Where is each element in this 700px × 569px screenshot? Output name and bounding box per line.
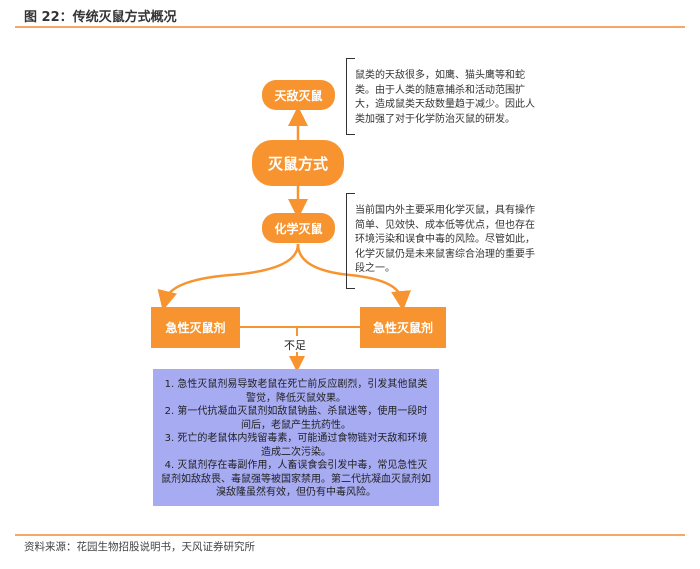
arrow-curve-left [157,243,300,311]
chemical-control-node: 化学灭鼠 [262,213,335,243]
acute-rodenticide-box-left: 急性灭鼠剂 [151,307,240,348]
problems-box: 1. 急性灭鼠剂易导致老鼠在死亡前反应剧烈，引发其他鼠类警觉，降低灭鼠效果。 2… [153,369,439,506]
footer-divider [15,534,685,536]
arrow-curve-right [296,243,411,311]
source-note: 资料来源：花园生物招股说明书，天风证券研究所 [24,541,255,553]
chemical-note: 当前国内外主要采用化学灭鼠，具有操作简单、见效快、成本低等优点，但也存在环境污染… [346,193,540,289]
problem-item: 3. 死亡的老鼠体内残留毒素，可能通过食物链对天敌和环境造成二次污染。 [164,433,428,458]
problem-item: 1. 急性灭鼠剂易导致老鼠在死亡前反应剧烈，引发其他鼠类警觉，降低灭鼠效果。 [164,379,428,404]
figure-title: 图 22：传统灭鼠方式概况 [24,10,177,25]
problem-item: 2. 第一代抗凝血灭鼠剂如敌鼠钠盐、杀鼠迷等，使用一段时间后，老鼠产生抗药性。 [164,406,428,431]
shortfall-label: 不足 [284,339,306,352]
acute-rodenticide-box-right: 急性灭鼠剂 [360,307,446,348]
control-methods-node: 灭鼠方式 [252,140,344,186]
problem-item: 4. 灭鼠剂存在毒副作用，人畜误食会引发中毒，常见急性灭鼠剂如敌敌畏、毒鼠强等被… [161,460,431,498]
natural-control-node: 天敌灭鼠 [262,80,335,110]
natural-note: 鼠类的天敌很多，如鹰、猫头鹰等和蛇类。由于人类的随意捕杀和活动范围扩大，造成鼠类… [346,58,540,135]
title-divider [15,26,685,28]
